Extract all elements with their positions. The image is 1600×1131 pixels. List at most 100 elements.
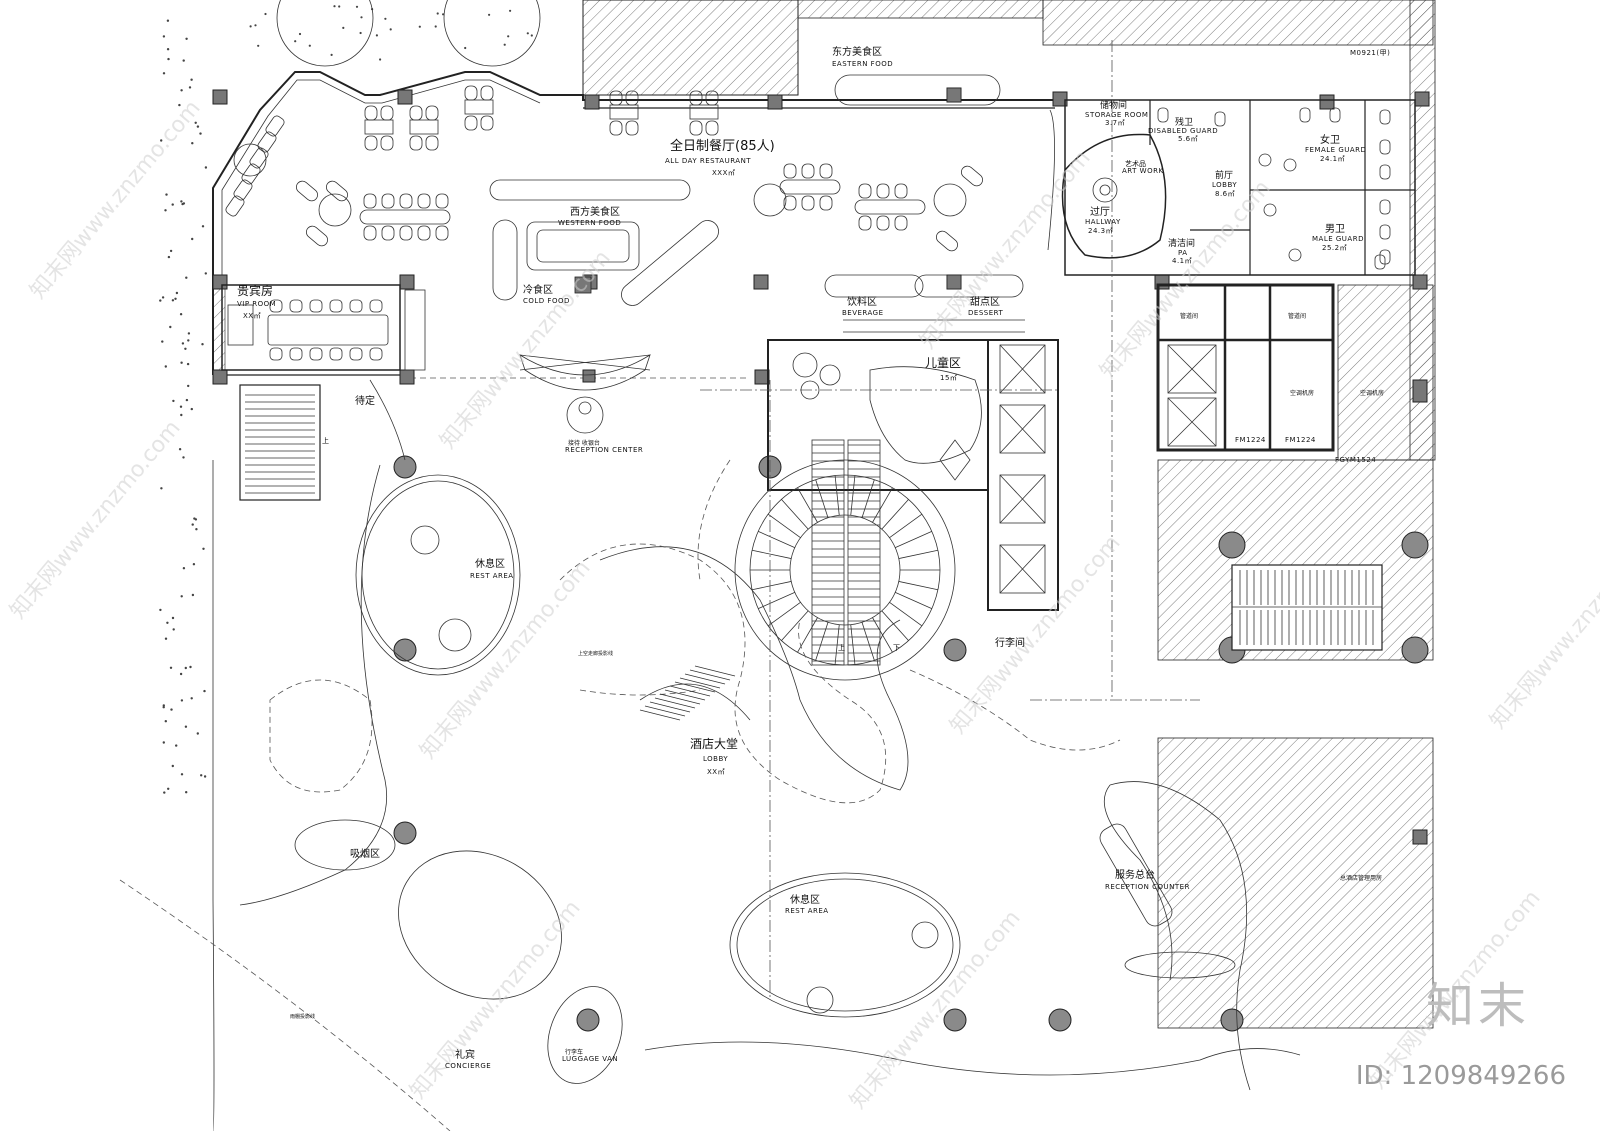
annot-ac-room: 空调机房 bbox=[1290, 389, 1314, 397]
hatch-vip-left bbox=[212, 274, 226, 376]
watermark-1: 知末网www.znzmo.com bbox=[25, 96, 205, 304]
label-dessert-en: DESSERT bbox=[968, 309, 1003, 317]
label-hallway-en: HALLWAY bbox=[1085, 218, 1121, 226]
label-all-day-area: XXX㎡ bbox=[712, 169, 735, 177]
vip-room bbox=[221, 284, 426, 371]
watermark-5: 知末网www.znzmo.com bbox=[5, 416, 185, 624]
hatch-top-strip bbox=[797, 0, 1044, 19]
service-shafts bbox=[1156, 283, 1335, 452]
lobby-dashed-curves bbox=[119, 459, 1121, 1131]
label-beverage-en: BEVERAGE bbox=[842, 309, 884, 317]
label-rest-area-2-en: REST AREA bbox=[785, 907, 829, 915]
annot-lobby-projection: 上空走廊投影线 bbox=[578, 650, 613, 657]
watermark-6: 知末网www.znzmo.com bbox=[415, 556, 595, 764]
label-eastern-food: 东方美食区 bbox=[832, 45, 882, 58]
tree-canopy-right bbox=[443, 0, 541, 67]
lobby-diagonal-stair bbox=[639, 665, 736, 721]
label-lobby-en: LOBBY bbox=[703, 755, 728, 763]
hatch-lower-right bbox=[1157, 737, 1434, 1029]
label-art-work: 艺术品 bbox=[1125, 159, 1146, 168]
elevators bbox=[987, 339, 1059, 611]
annot-small-room-2: 管道间 bbox=[1288, 312, 1306, 320]
label-cold-food: 冷食区 bbox=[523, 283, 553, 296]
label-all-day: 全日制餐厅(85人) bbox=[670, 138, 775, 154]
label-art-work-en: ART WORK bbox=[1122, 167, 1164, 175]
label-luggage-van-en: LUGGAGE VAN bbox=[562, 1055, 618, 1063]
label-storage-en: STORAGE ROOM bbox=[1085, 111, 1148, 119]
hatch-top-left-block bbox=[582, 0, 799, 96]
label-female: 女卫 bbox=[1320, 133, 1340, 146]
room-labels: 东方美食区 EASTERN FOOD 全日制餐厅(85人) ALL DAY RE… bbox=[237, 45, 1366, 1070]
spiral-staircase bbox=[734, 439, 956, 681]
label-kids-area: 15㎡ bbox=[940, 374, 957, 382]
label-female-en: FEMALE GUARD bbox=[1305, 146, 1366, 154]
image-id: ID: 1209849266 bbox=[1355, 1061, 1566, 1091]
label-male-area: 25.2㎡ bbox=[1322, 244, 1347, 252]
brand-logo: 知末 bbox=[1425, 978, 1530, 1034]
watermark-3: 知末网www.znzmo.com bbox=[915, 146, 1095, 354]
label-western-food-en: WESTERN FOOD bbox=[558, 219, 621, 227]
label-disabled-area: 5.6㎡ bbox=[1178, 135, 1198, 143]
label-all-day-en: ALL DAY RESTAURANT bbox=[665, 157, 751, 165]
door-codes: M0921(甲) FM1224 FM1224 FGYM1524 bbox=[1235, 49, 1390, 464]
serving-counters bbox=[489, 74, 1025, 333]
label-kids: 儿童区 bbox=[925, 355, 961, 370]
watermark-2: 知末网www.znzmo.com bbox=[435, 246, 615, 454]
right-stairs bbox=[1231, 564, 1383, 651]
label-concierge-en: CONCIERGE bbox=[445, 1062, 491, 1070]
label-reception-center: 接待 收银台 bbox=[568, 439, 600, 447]
door-fgym1524: FGYM1524 bbox=[1335, 456, 1376, 464]
label-hallway-area: 24.3㎡ bbox=[1088, 227, 1113, 235]
label-smoking: 吸烟区 bbox=[350, 847, 380, 860]
label-reception-counter: 服务总台 bbox=[1115, 868, 1155, 881]
restaurant-walls bbox=[212, 71, 1055, 379]
hatch-service-right bbox=[1337, 284, 1434, 461]
rest-area-2-island bbox=[729, 872, 961, 1018]
label-rest-area-1: 休息区 bbox=[475, 557, 505, 570]
label-lobby: 酒店大堂 bbox=[690, 737, 738, 751]
watermark-9: 知末网www.znzmo.com bbox=[405, 896, 585, 1104]
label-pa-area: 4.1㎡ bbox=[1172, 257, 1192, 265]
label-vip: 贵宾房 bbox=[237, 283, 273, 298]
label-rest-area-1-en: REST AREA bbox=[470, 572, 514, 580]
hatch-top-right bbox=[1042, 0, 1434, 46]
label-male: 男卫 bbox=[1325, 223, 1345, 235]
axis-lines bbox=[700, 40, 1200, 1000]
label-reception-center-en: RECEPTION CENTER bbox=[565, 446, 643, 454]
label-vip-area: XX㎡ bbox=[243, 312, 261, 320]
cold-food-diagonal-counter bbox=[621, 220, 719, 306]
annot-small-room-1: 管道间 bbox=[1180, 312, 1198, 320]
label-disabled-en: DISABLED GUARD bbox=[1148, 127, 1218, 135]
landscape-dots bbox=[159, 5, 533, 794]
label-beverage: 饮料区 bbox=[847, 295, 877, 308]
label-luggage-van: 行李车 bbox=[565, 1048, 583, 1056]
annot-stair-down: 下 bbox=[893, 644, 900, 652]
annot-stair-up-1: 上 bbox=[322, 436, 329, 445]
label-eastern-food-en: EASTERN FOOD bbox=[832, 60, 893, 68]
label-pa: 清洁间 bbox=[1168, 237, 1195, 249]
door-m0921: M0921(甲) bbox=[1350, 49, 1390, 57]
label-male-en: MALE GUARD bbox=[1312, 235, 1364, 243]
left-stair bbox=[239, 384, 321, 501]
label-dessert: 甜点区 bbox=[970, 295, 1000, 308]
annot-stair-up-2: 上 bbox=[838, 643, 845, 652]
lobby-curves bbox=[212, 379, 1301, 1131]
label-front-lobby: 前厅 bbox=[1215, 169, 1233, 181]
restaurant-furniture bbox=[225, 85, 983, 252]
label-disabled: 残卫 bbox=[1175, 116, 1193, 128]
restrooms bbox=[1064, 99, 1416, 276]
watermark-8: 知末网www.znzmo.com bbox=[1485, 526, 1600, 734]
label-concierge: 礼宾 bbox=[455, 1048, 475, 1061]
annot-back-office: 总酒店管理用房 bbox=[1340, 874, 1382, 882]
hallway-lobby bbox=[1047, 109, 1167, 259]
label-storage: 储物间 bbox=[1100, 99, 1127, 111]
reception-center-feature bbox=[519, 354, 651, 434]
label-storage-area: 3.7㎡ bbox=[1105, 119, 1125, 127]
annotations: 上空走廊投影线 雨棚投影线 上 上 下 管道间 管道间 空调机房 空调机房 总酒… bbox=[290, 312, 1384, 1020]
label-luggage: 行李间 bbox=[995, 636, 1025, 649]
label-western-food: 西方美食区 bbox=[570, 205, 620, 218]
label-cold-food-en: COLD FOOD bbox=[523, 297, 570, 305]
door-fm1224-a: FM1224 bbox=[1235, 436, 1266, 444]
label-hallway: 过厅 bbox=[1090, 205, 1110, 218]
